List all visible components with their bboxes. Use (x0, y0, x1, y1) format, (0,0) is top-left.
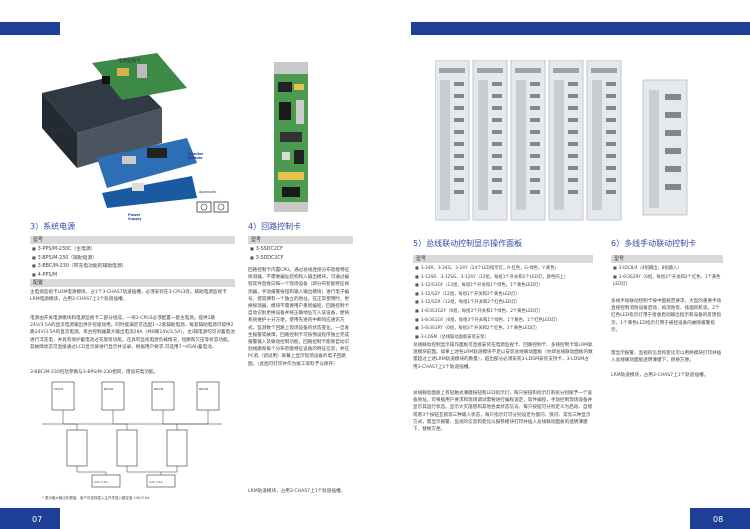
list-item: 3-24R、3-24G、3-24Y（24个LED指示灯，R-红色，G-绿色，Y-… (415, 264, 595, 273)
wiring-diagram: PPS/M BPS/M BPS/M BPS/M 24V 3.5A 24V 3.5… (32, 380, 232, 498)
power-board-label: 电源监视卡 (118, 59, 141, 64)
sec6-body-1: 多线手动联动控制卡按中国规范要求，大型的重要手动直接控制消防设备启动，如消防泵、… (611, 299, 722, 333)
sec4-body-text: 回路控制卡内置CPU。通过总线连接分布智能特征探测器，不需要编址结构和入输出模块… (248, 268, 350, 367)
list-item: 3-6/3S1GY（6组，每组3个开关和1个绿色、1个黄色、1个红色LED灯） (415, 316, 595, 325)
list-item: 3-6/3S1RY（6组，每组3个开关和2个红色、1个黄色LED灯） (415, 324, 595, 333)
power-supply-photo (32, 48, 202, 208)
list-item: 4-PPS/M (32, 271, 232, 280)
list-item: 3-12SR、3-12SG、3-12SY（12组，每组1个开关和1个LED灯，颜… (415, 273, 595, 282)
list-item: 3-BBC/M-230（带充电功能的辅助电源） (32, 262, 232, 271)
sec3-note: 3-BBC/M-230包括参数与3-BPS/M-230相同，增加充电功能。 (30, 370, 159, 375)
sec5-model-list: 3-24R、3-24G、3-24Y（24个LED指示灯，R-红色，G-绿色，Y-… (415, 264, 595, 341)
list-item: 3-6/3S1G2Y（6组，每组3个开关和1个绿色、2个黄色LED灯） (415, 307, 595, 316)
sec5-body-2: 总线联动面板上有轻触式薄膜按钮和LED指示灯，每只按钮和指示灯系统分别赋予一个设… (413, 391, 593, 433)
model-label: 型号 (30, 236, 235, 244)
sec6-body-2: 需显示报警、监视的信息和变化可以用终模块打印并插入总线联动面板透明薄膜下，替换方… (611, 351, 722, 364)
sec3-config-text: 主电源监视卡LRM电源模块，占1个3-CHAS7轨道插槽，必须安装在3-CPU3… (30, 290, 227, 303)
diagram-legend: * 表示最大输出负载值，用户可选择插入主开关插入额定值 24V/3.5A (42, 496, 150, 500)
left-page: 电源监视卡 电源模块 Monitor Module Power Supply A… (0, 0, 375, 529)
section-4-title: 4）回路控制卡 (248, 222, 302, 231)
svg-text:24V 3.5A: 24V 3.5A (94, 480, 109, 484)
sec6-slot-text: LRM轨道模块，占用3-CHAS7上1个轨道插槽。 (611, 373, 709, 378)
section-5-title: 5）总线联动控制显示操作面板 (413, 239, 523, 248)
section-3-title: 3）系统电源 (30, 222, 76, 231)
list-item: 3-SSDC2CF (250, 245, 350, 254)
list-item: 3-12/S1GY（12组，每组1个开关和1个绿色，1个黄色LED灯） (415, 281, 595, 290)
sec3-model-list: 3-PPS/M-230C（主电源） 3-BPS/M-230（辅助电源） 3-BB… (32, 245, 232, 279)
power-supply-label: Power Supply (128, 213, 142, 221)
page-number: 07 (32, 515, 43, 524)
panel-photo (434, 59, 697, 228)
list-item: 3-12/S2R（12组，每组1个开关和2个红色LED灯） (415, 298, 595, 307)
top-bar (411, 22, 750, 35)
list-item: 3-SDDC2CF (250, 254, 350, 263)
page-number: 08 (713, 515, 724, 524)
svg-text:PPS/M: PPS/M (54, 387, 64, 391)
list-item: 3-BPS/M-230（辅助电源） (32, 254, 232, 263)
approvals-label: Approvals (199, 190, 217, 194)
power-module-label: 电源模块 (50, 129, 68, 134)
sec5-body-1: 总线联动控制显示操作面板可直接安装在电源监视卡、回路控制卡、多线控制卡等LRM轨… (413, 343, 593, 370)
list-item: 3-PPS/M-230C（主电源） (32, 245, 232, 254)
list-item: 3-LDSM（总线联动面板安装支架） (415, 333, 595, 342)
section-6-title: 6）多线手动联动控制卡 (611, 239, 697, 248)
sec6-model-list: 3-IDC8/4（4组输出，8组输入） 3-6/3S2RY（6组，每组3个开关和… (613, 264, 723, 289)
footer-bar (0, 508, 60, 529)
svg-text:BPS/M: BPS/M (104, 387, 114, 391)
sec3-body-text: 电源由开关电源模块和电源监视卡二部分组成，一块3-CPU3必须配置一套主电源。提… (30, 316, 235, 350)
model-label: 型号 (611, 255, 723, 263)
list-item: 3-12/S2Y（12组，每组1个开关和2个黄色LED灯） (415, 290, 595, 299)
list-item: 3-6/3S2RY（6组，每组3个开关和2个红色、1个黄色LED灯） (613, 273, 723, 289)
loop-card-photo (272, 62, 310, 212)
svg-text:24V 3.5A: 24V 3.5A (149, 480, 164, 484)
model-label: 型号 (248, 236, 353, 244)
footer-bar (690, 508, 750, 529)
approval-logos (196, 198, 230, 213)
sec4-model-list: 3-SSDC2CF 3-SDDC2CF (250, 245, 350, 262)
svg-text:BPS/M: BPS/M (154, 387, 164, 391)
list-item: 3-IDC8/4（4组输出，8组输入） (613, 264, 723, 273)
config-label: 配置 (30, 279, 235, 287)
right-page: 5）总线联动控制显示操作面板 型号 3-24R、3-24G、3-24Y（24个L… (375, 0, 750, 529)
model-label: 型号 (413, 255, 593, 263)
sec4-slot-text: LRM轨道模块，占用3-CHAS7上1个轨道插槽。 (248, 489, 346, 494)
top-bar (0, 22, 60, 35)
monitor-module-label: Monitor Module (188, 152, 204, 160)
svg-text:BPS/M: BPS/M (199, 387, 209, 391)
